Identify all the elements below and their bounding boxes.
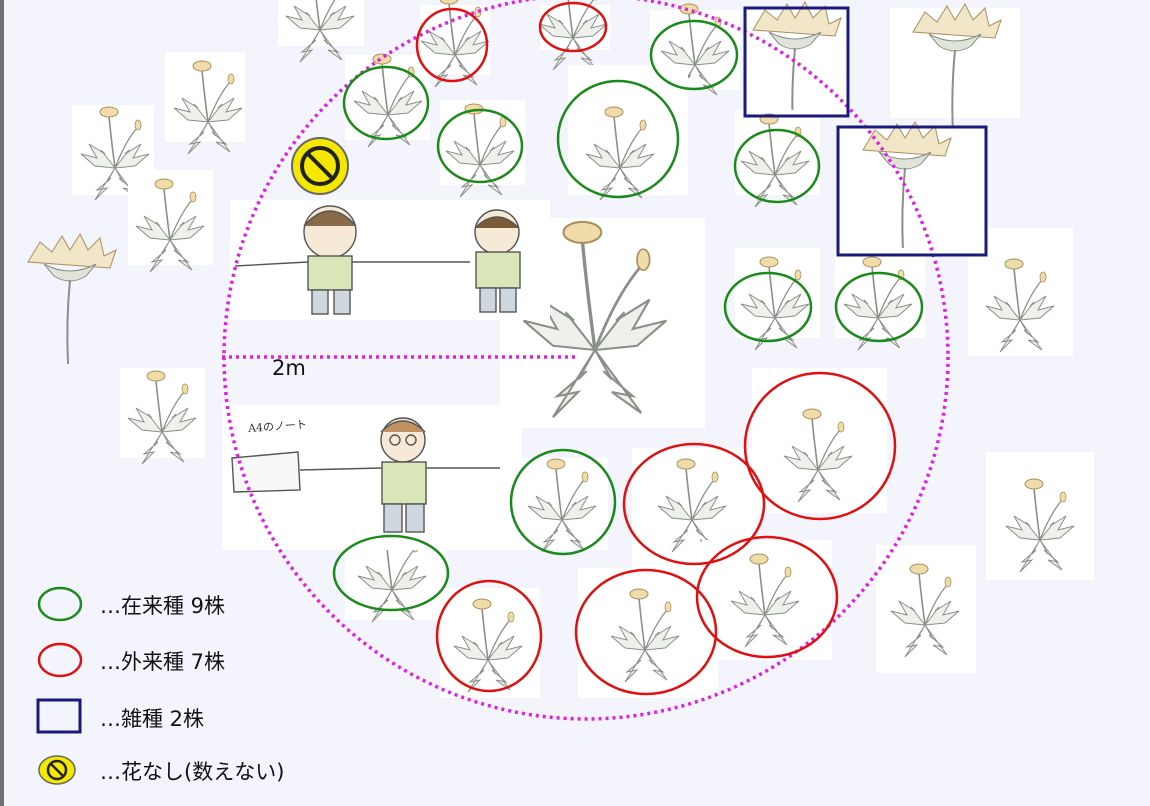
alien-marker [415,7,489,83]
native-marker [733,128,821,204]
native-marker [649,19,739,91]
alien-marker [622,442,766,566]
legend-no-flower-icon [38,755,76,785]
left-border [0,0,4,806]
children-measuring [230,200,550,320]
dandelion-plants [27,0,1094,698]
native-marker [436,108,524,184]
hybrid-marker [836,125,988,257]
alien-marker [538,1,608,53]
hybrid-marker [743,6,850,118]
legend [36,586,83,785]
native-markers [332,19,924,612]
native-marker [342,65,430,141]
alien-marker [435,579,543,693]
alien-marker [695,535,839,659]
legend-no-flower-label: …花なし(数えない) [100,760,285,784]
legend-native-icon [37,586,83,622]
legend-native-label: …在来種 9株 [100,594,226,618]
hybrid-markers [743,6,988,257]
legend-alien-icon [37,642,83,678]
alien-marker [743,371,897,521]
no-flower-marker [291,137,349,195]
native-marker [556,79,680,199]
native-marker [723,271,813,343]
alien-marker [574,568,718,696]
legend-hybrid-icon [36,698,82,734]
legend-hybrid-label: …雑種 2株 [100,707,205,731]
radius-label: 2m [272,356,306,380]
native-marker [509,448,617,556]
alien-markers [415,1,897,696]
native-marker [332,534,450,612]
child-with-notebook [222,405,522,550]
native-marker [834,271,924,343]
legend-alien-label: …外来種 7株 [100,650,226,674]
